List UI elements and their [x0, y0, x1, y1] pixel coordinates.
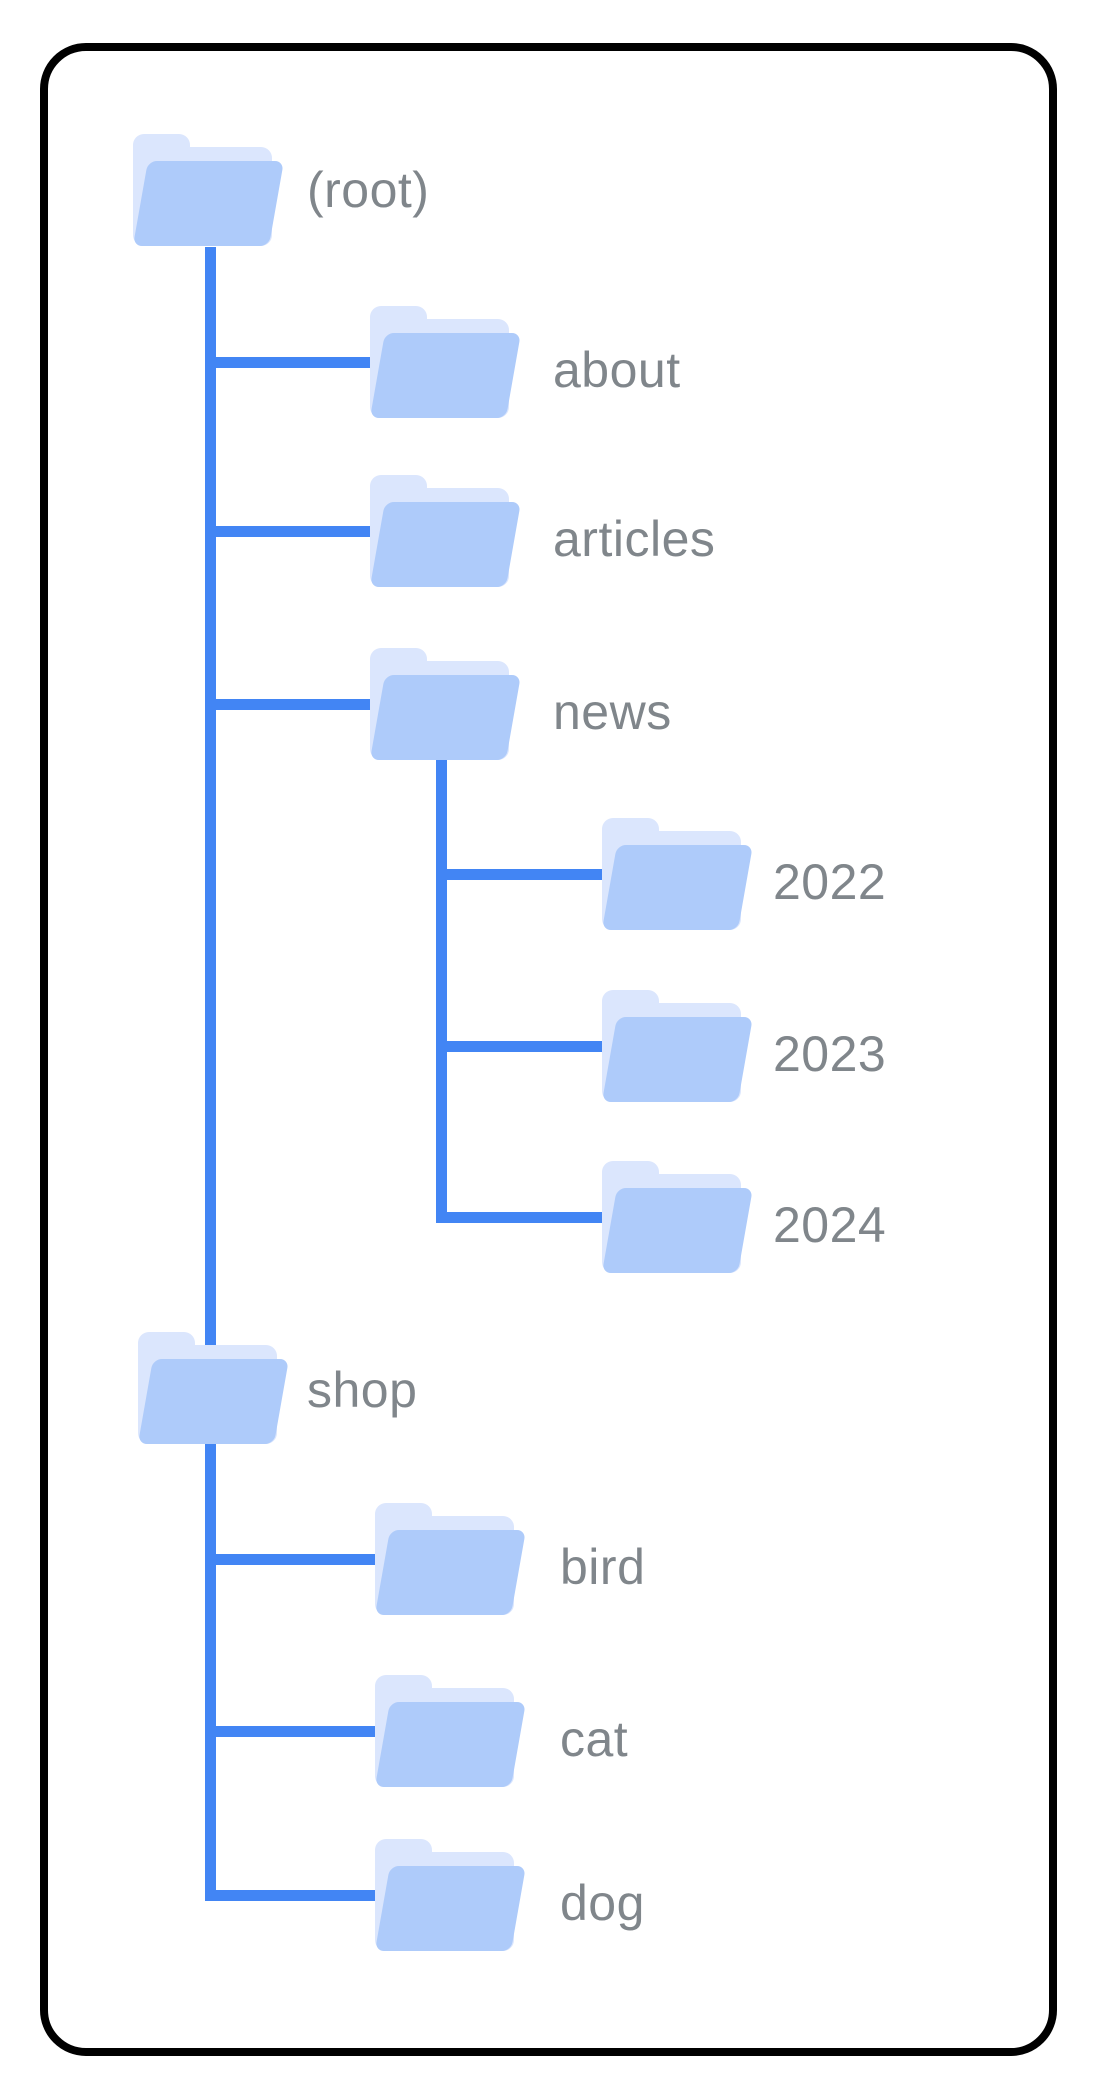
connector-about [205, 357, 385, 368]
folder-icon-root [133, 134, 288, 246]
folder-icon-bird [375, 1503, 530, 1615]
folder-icon-2024 [602, 1161, 757, 1273]
node-label-cat: cat [560, 1711, 629, 1767]
node-label-articles: articles [553, 511, 716, 567]
node-label-about: about [553, 342, 681, 398]
folder-icon-dog [375, 1839, 530, 1951]
tree-trunk-root [205, 247, 216, 1901]
card-outline [40, 43, 1057, 2056]
node-label-news: news [553, 684, 672, 740]
folder-icon-articles [370, 475, 525, 587]
folder-icon-cat [375, 1675, 530, 1787]
connector-2022 [436, 869, 616, 880]
connector-2024 [436, 1212, 616, 1223]
folder-icon-2022 [602, 818, 757, 930]
folder-icon-2023 [602, 990, 757, 1102]
node-label-shop: shop [307, 1362, 418, 1418]
node-label-bird: bird [560, 1539, 646, 1595]
folder-icon-about [370, 306, 525, 418]
connector-news [205, 699, 385, 710]
folder-icon-news [370, 648, 525, 760]
node-label-dog: dog [560, 1875, 645, 1931]
node-label-2023: 2023 [773, 1026, 887, 1082]
connector-articles [205, 526, 385, 537]
connector-dog [205, 1890, 395, 1901]
connector-cat [205, 1726, 395, 1737]
tree-trunk-news [436, 760, 447, 1223]
folder-icon-shop [138, 1332, 293, 1444]
connector-2023 [436, 1041, 616, 1052]
node-label-2024: 2024 [773, 1197, 887, 1253]
node-label-2022: 2022 [773, 854, 887, 910]
connector-bird [205, 1554, 395, 1565]
node-label-root: (root) [307, 162, 430, 218]
